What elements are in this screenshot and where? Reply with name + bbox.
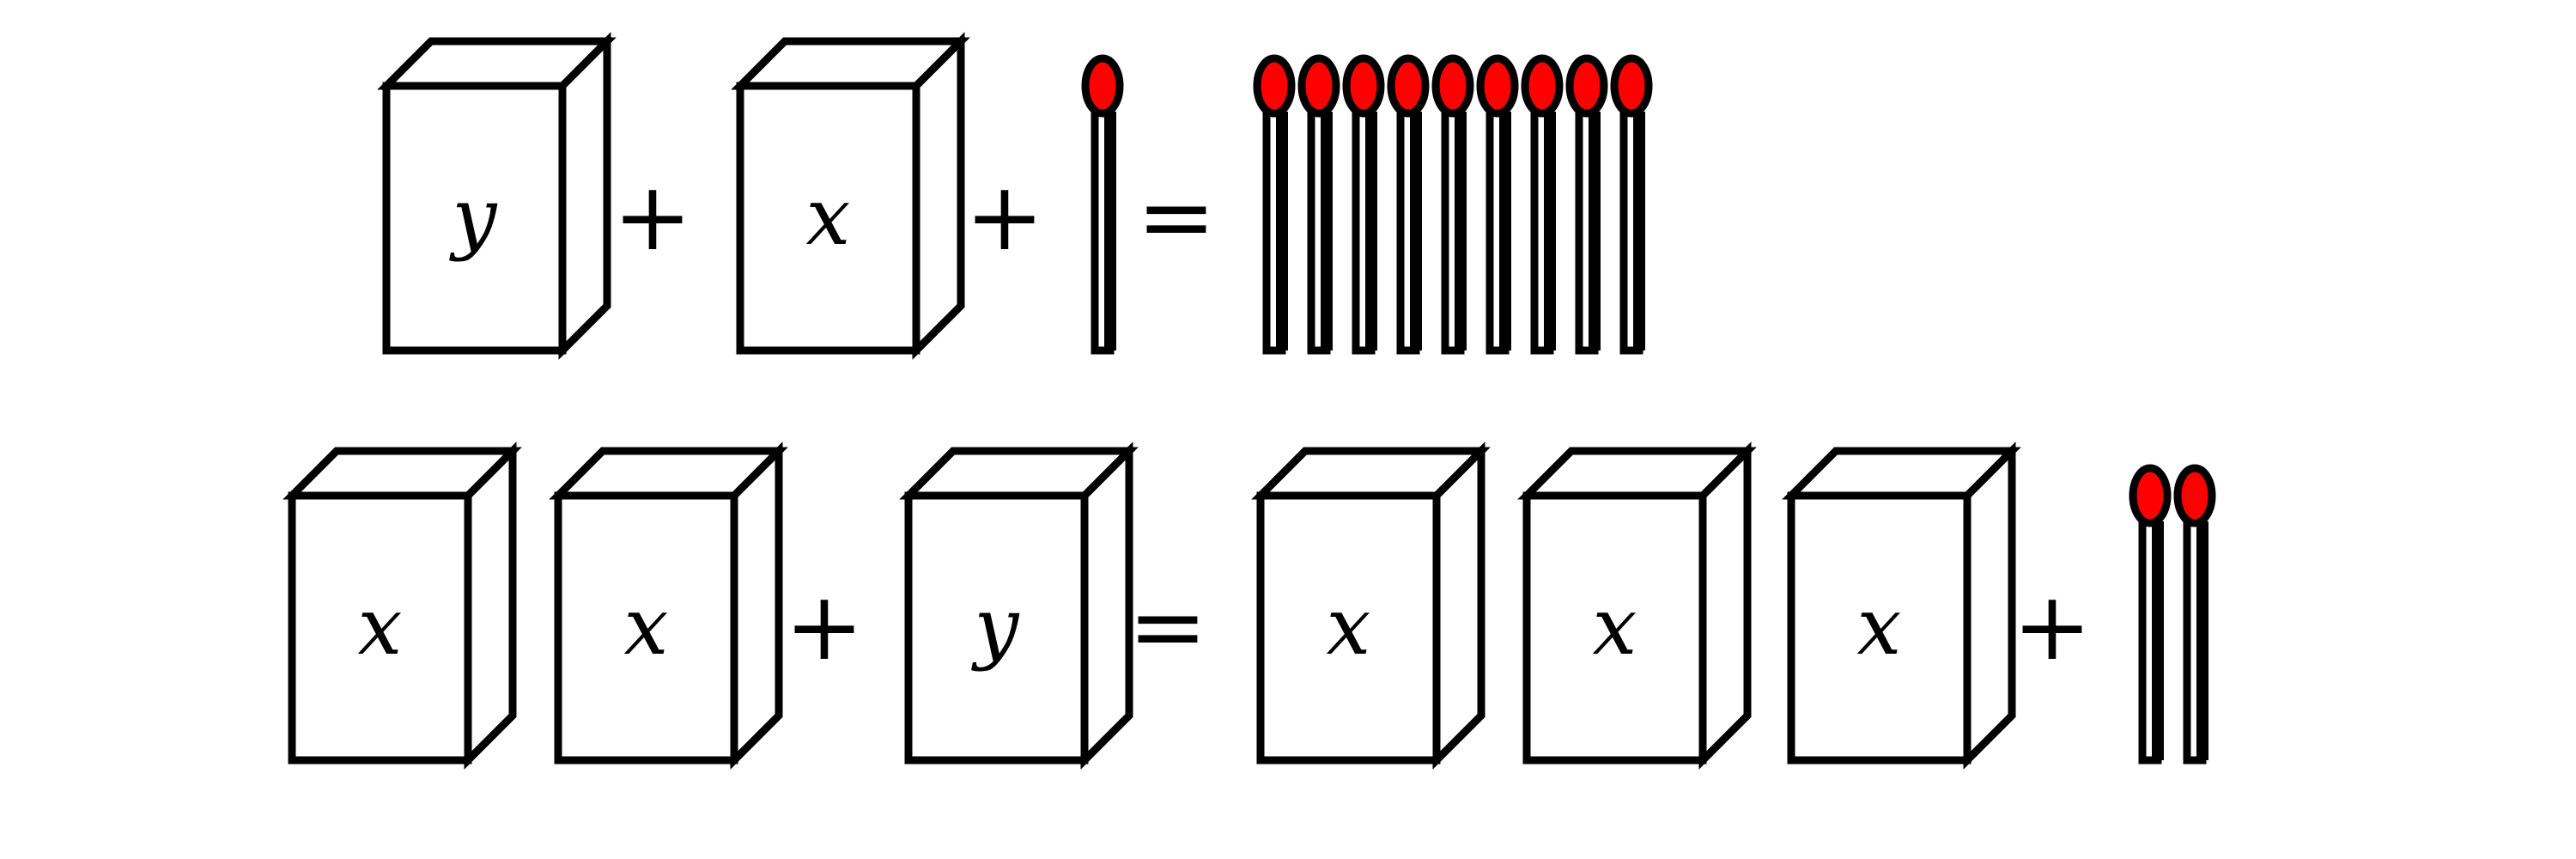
matchbox-side-face — [1432, 442, 1485, 770]
equation-row-1: y + x + = — [377, 32, 1653, 360]
matchstick-group — [1081, 54, 1124, 355]
matchbox-side-face — [912, 32, 965, 360]
match-head — [1081, 54, 1124, 118]
matchbox-front-face — [1787, 491, 1971, 765]
plus-symbol: + — [2013, 571, 2092, 681]
plus-sign: + — [2013, 571, 2092, 681]
matchbox-variable-label: x — [358, 581, 403, 673]
matchbox: x — [1517, 442, 1757, 770]
matchbox: y — [899, 442, 1139, 770]
matchstick — [1610, 54, 1653, 355]
matchbox-side-face — [1698, 442, 1752, 770]
matchbox-variable-label: x — [1327, 581, 1371, 673]
match-head — [1342, 54, 1385, 118]
matchstick — [1297, 54, 1340, 355]
matchbox: x — [731, 32, 970, 360]
match-head — [1431, 54, 1474, 118]
matchstick — [2173, 464, 2216, 765]
matchbox-variable-label: y — [449, 171, 498, 263]
match-head — [1387, 54, 1430, 118]
matchstick — [1081, 54, 1124, 355]
matchbox-front-face — [1256, 491, 1441, 765]
matchstick — [1431, 54, 1474, 355]
matchstick — [1476, 54, 1519, 355]
matchstick — [1342, 54, 1385, 355]
matchstick — [1253, 54, 1296, 355]
matchbox: y — [377, 32, 617, 360]
matchbox-variable-label: x — [1857, 581, 1902, 673]
matchstick — [1565, 54, 1608, 355]
matchbox-front-face — [382, 82, 567, 355]
matchstick — [1387, 54, 1430, 355]
matchbox-side-face — [1963, 442, 2016, 770]
plus-symbol: + — [965, 161, 1044, 271]
matchbox-side-face — [558, 32, 611, 360]
matchstick — [1521, 54, 1564, 355]
match-head — [2173, 464, 2216, 527]
matchbox: x — [1782, 442, 2021, 770]
equals-symbol: = — [1128, 571, 1207, 681]
plus-symbol: + — [785, 571, 864, 681]
match-head — [1297, 54, 1340, 118]
matchstick-group — [2129, 464, 2216, 765]
equation-row-2: x x + y = x x x + — [283, 442, 2216, 770]
match-head — [1565, 54, 1608, 118]
matchbox-side-face — [1080, 442, 1133, 770]
matchbox: x — [549, 442, 788, 770]
match-head — [1476, 54, 1519, 118]
plus-sign: + — [613, 161, 692, 271]
matchbox-variable-label: x — [624, 581, 669, 673]
matchbox-variable-label: x — [806, 171, 851, 263]
plus-symbol: + — [613, 161, 692, 271]
matchbox-front-face — [736, 82, 920, 355]
matchbox-variable-label: x — [1593, 581, 1637, 673]
equals-sign: = — [1137, 161, 1216, 271]
matchstick — [2129, 464, 2172, 765]
matchbox-side-face — [464, 442, 517, 770]
matchbox: x — [1251, 442, 1491, 770]
match-head — [1521, 54, 1564, 118]
plus-sign: + — [965, 161, 1044, 271]
match-head — [1253, 54, 1296, 118]
matchbox-side-face — [730, 442, 783, 770]
matchbox-front-face — [1522, 491, 1707, 765]
match-head — [1610, 54, 1653, 118]
matchbox: x — [283, 442, 522, 770]
match-head — [2129, 464, 2172, 527]
matchstick-group — [1253, 54, 1653, 355]
matchbox-variable-label: y — [971, 581, 1020, 673]
equals-symbol: = — [1137, 161, 1216, 271]
matchbox-front-face — [904, 491, 1089, 765]
equals-sign: = — [1128, 571, 1207, 681]
plus-sign: + — [785, 571, 864, 681]
